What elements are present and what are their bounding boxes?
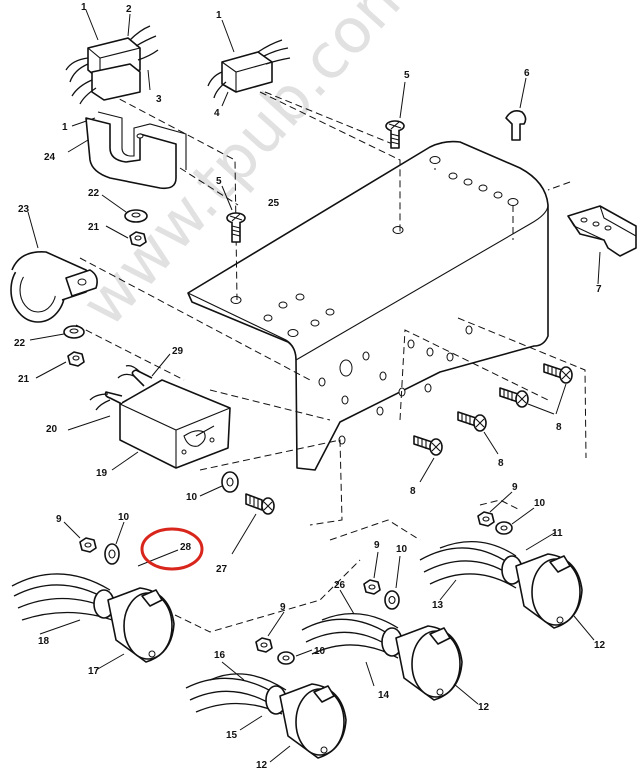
callout-10: 10 — [186, 492, 198, 503]
harness-connector-12-center — [301, 589, 479, 705]
callout-8: 8 — [498, 458, 504, 469]
washer-10-center-lower — [384, 555, 401, 610]
callout-10: 10 — [118, 512, 130, 523]
bracket-holes — [230, 156, 519, 445]
screw-8-b — [499, 387, 555, 415]
highlight-circle-28 — [140, 527, 204, 571]
nut-21-upper — [105, 225, 147, 247]
callout-10: 10 — [396, 544, 408, 555]
callout-20: 20 — [46, 424, 58, 435]
screw-5-middle — [221, 185, 246, 243]
callout-28: 28 — [180, 542, 192, 553]
plug-connector-top-center — [207, 19, 291, 107]
callout-13: 13 — [432, 600, 444, 611]
plug-connector-top-left — [65, 9, 159, 127]
mounting-bracket-7 — [567, 205, 637, 285]
screw-8-c — [457, 411, 499, 455]
callout-7: 7 — [596, 284, 602, 295]
washer-10-bottom — [277, 649, 313, 665]
assembly-guide-lines — [75, 91, 587, 633]
callout-21: 21 — [18, 374, 30, 385]
callout-16: 16 — [214, 650, 226, 661]
callout-12: 12 — [256, 760, 268, 769]
cable-clamp-23 — [10, 211, 98, 323]
callout-12: 12 — [594, 640, 606, 651]
harness-connector-12-right — [419, 531, 595, 641]
callout-8: 8 — [410, 486, 416, 497]
callout-2: 2 — [126, 4, 132, 15]
washer-10-left — [104, 521, 125, 565]
screw-27 — [231, 493, 275, 555]
callout-9: 9 — [512, 482, 518, 493]
callout-4: 4 — [214, 108, 220, 119]
washer-10-right — [495, 507, 535, 535]
callout-26: 26 — [334, 580, 346, 591]
nut-9-right — [477, 491, 513, 527]
wire-clip — [67, 111, 187, 190]
mounting-bracket — [187, 140, 549, 471]
callout-labels: 1 2 1 5 6 3 4 1 24 5 22 25 23 21 7 22 29… — [14, 2, 606, 769]
washer-10-center — [199, 471, 239, 497]
callout-5: 5 — [216, 176, 222, 187]
part-28 — [137, 549, 179, 567]
bolt-6 — [505, 77, 527, 141]
screw-5-top — [385, 81, 406, 149]
callout-12: 12 — [478, 702, 490, 713]
washer-22-lower — [29, 325, 85, 341]
callout-18: 18 — [38, 636, 50, 647]
callout-8: 8 — [556, 422, 562, 433]
callout-14: 14 — [378, 690, 390, 701]
callout-24: 24 — [44, 152, 56, 163]
harness-connector-17 — [11, 573, 175, 671]
nut-9-left — [63, 521, 97, 553]
nut-9-center — [363, 551, 381, 595]
callout-15: 15 — [226, 730, 238, 741]
callout-9: 9 — [374, 540, 380, 551]
relay-box-19 — [67, 353, 231, 471]
nut-21-lower — [35, 351, 85, 379]
screw-8-a — [543, 363, 573, 415]
callout-21: 21 — [88, 222, 100, 233]
callout-1: 1 — [216, 10, 222, 21]
callout-29: 29 — [172, 346, 184, 357]
callout-10: 10 — [534, 498, 546, 509]
washer-22-upper — [101, 194, 148, 223]
callout-22: 22 — [14, 338, 26, 349]
callout-17: 17 — [88, 666, 100, 677]
callout-5: 5 — [404, 70, 410, 81]
nut-9-bottom — [255, 611, 285, 653]
callout-23: 23 — [18, 204, 30, 215]
callout-19: 19 — [96, 468, 108, 479]
callout-1: 1 — [81, 2, 87, 13]
harness-connector-12-bottom — [185, 661, 347, 763]
callout-11: 11 — [552, 528, 563, 539]
callout-9: 9 — [280, 602, 286, 613]
callout-9: 9 — [56, 514, 62, 525]
callout-10: 10 — [314, 646, 326, 657]
screw-8-d — [413, 435, 443, 483]
callout-1: 1 — [62, 122, 68, 133]
callout-25: 25 — [268, 198, 280, 209]
callout-3: 3 — [156, 94, 162, 105]
callout-6: 6 — [524, 68, 530, 79]
callout-27: 27 — [216, 564, 228, 575]
callout-22: 22 — [88, 188, 100, 199]
